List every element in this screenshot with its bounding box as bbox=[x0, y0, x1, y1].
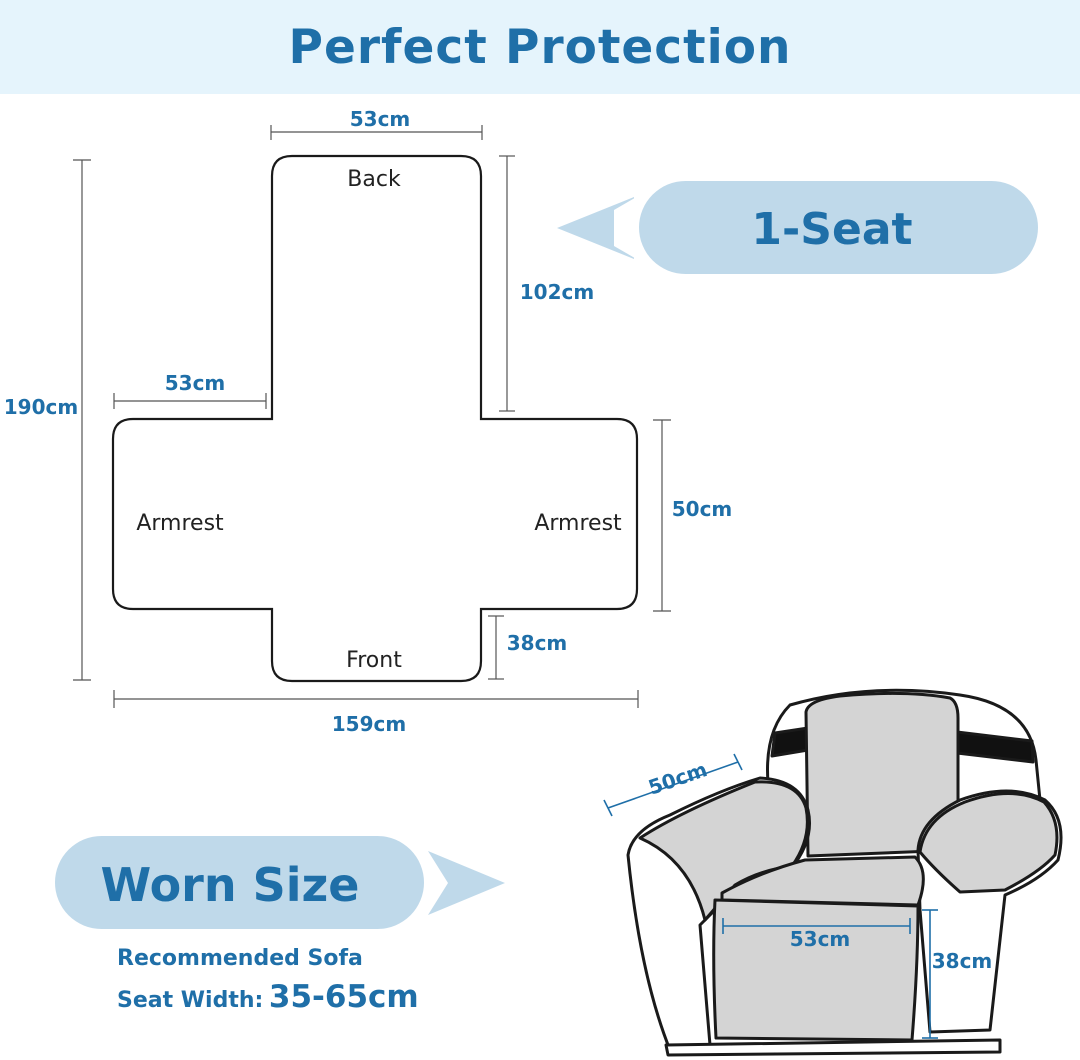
chair-strap-left bbox=[770, 726, 810, 758]
worn-size-label: Worn Size bbox=[100, 858, 359, 912]
chair-left-arm-cover bbox=[638, 780, 809, 922]
badge-size-label: 1-Seat bbox=[751, 204, 912, 255]
dim-total-width: 159cm bbox=[332, 712, 406, 736]
dim-total-length: 190cm bbox=[4, 395, 78, 419]
worn-arrow-right bbox=[428, 851, 505, 915]
size-badge: 1-Seat bbox=[557, 181, 1038, 274]
recommend-seat-width-label: Seat Width: bbox=[117, 988, 264, 1013]
chair-base bbox=[664, 1038, 1002, 1057]
chair-dim-seat-width: 53cm bbox=[790, 927, 851, 951]
cover-pattern-outline bbox=[111, 154, 639, 683]
header-banner: Perfect Protection bbox=[0, 0, 1080, 94]
label-back: Back bbox=[347, 167, 401, 192]
armchair-illustration bbox=[626, 688, 1063, 1057]
label-front: Front bbox=[346, 648, 402, 673]
chair-dim-front-drop: 38cm bbox=[932, 949, 993, 973]
chair-back-cover bbox=[804, 691, 960, 858]
label-armrest-right: Armrest bbox=[534, 511, 622, 536]
recommend-line1: Recommended Sofa bbox=[117, 946, 363, 971]
badge-pill bbox=[639, 181, 1038, 274]
worn-size-badge: Worn Size bbox=[55, 836, 505, 929]
recommend-line2: Seat Width: 35-65cm bbox=[117, 978, 419, 1021]
page-title: Perfect Protection bbox=[288, 20, 792, 75]
chair-seat-cover bbox=[720, 855, 925, 907]
chair-front-cover bbox=[712, 898, 920, 1042]
dim-front-length: 38cm bbox=[507, 631, 568, 655]
seat-width-recommendation: Recommended Sofa Seat Width: 35-65cm bbox=[117, 940, 419, 1021]
dim-back-width: 53cm bbox=[350, 107, 411, 131]
dim-back-length: 102cm bbox=[520, 280, 594, 304]
worn-pill bbox=[55, 836, 424, 929]
recommend-seat-width-value: 35-65cm bbox=[268, 979, 419, 1015]
label-armrest-left: Armrest bbox=[136, 511, 224, 536]
pattern-dimension-lines bbox=[73, 125, 671, 708]
chair-dimension-lines bbox=[603, 753, 938, 1039]
dim-armrest-width: 53cm bbox=[165, 371, 226, 395]
chair-dim-arm-width: 50cm bbox=[645, 757, 710, 799]
dim-armrest-depth: 50cm bbox=[672, 497, 733, 521]
chair-right-arm-cover bbox=[918, 792, 1059, 894]
